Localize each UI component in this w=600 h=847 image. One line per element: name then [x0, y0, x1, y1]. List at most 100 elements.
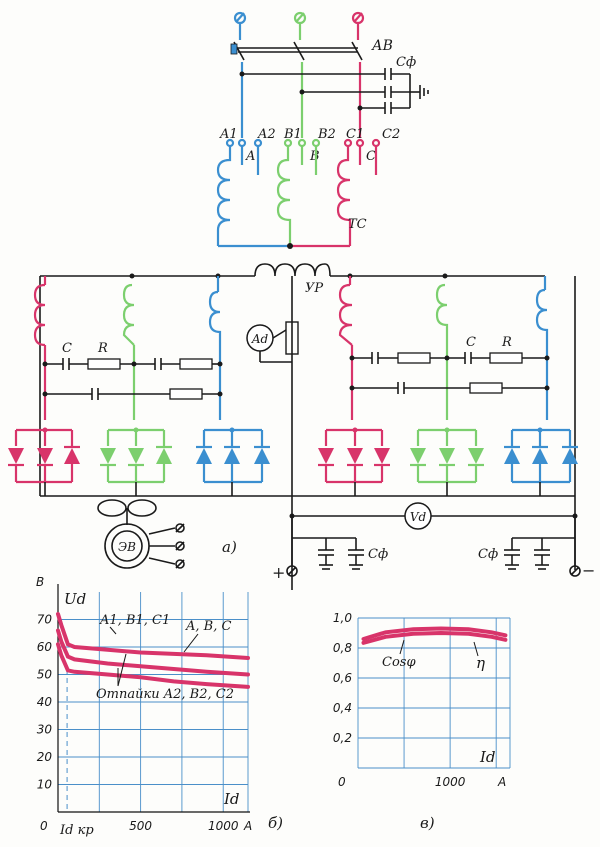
y-tick-label: 10 — [37, 778, 53, 792]
rc-network-right — [349, 352, 550, 394]
cap-filter-label-left: Cф — [368, 547, 388, 562]
y-tick-label: 20 — [37, 750, 53, 764]
supply-terminal-b — [293, 11, 307, 25]
x-unit-label: А — [243, 819, 252, 833]
x-tick-label: 1000 — [435, 775, 466, 789]
fan-label: ЭВ — [118, 540, 136, 554]
diode-icon — [562, 448, 578, 464]
plus-terminal-label: + — [272, 563, 285, 582]
ammeter-label: Ad — [251, 332, 269, 346]
transformer-winding-c — [336, 146, 378, 246]
leader-line — [183, 633, 199, 653]
diode-icon — [410, 448, 426, 464]
transformer-winding-a — [216, 146, 260, 246]
junction-dot — [352, 427, 358, 433]
y-tick-label: 0,4 — [333, 701, 352, 715]
supply-section: АВ Cф — [216, 11, 429, 249]
rc-network-left — [42, 358, 223, 400]
diode-icon — [196, 448, 212, 464]
junction-dot — [537, 427, 543, 433]
x-tick-label: 1000 — [208, 819, 239, 833]
fig-a-label: а) — [222, 538, 237, 556]
tap-a-label: A — [245, 149, 255, 164]
fan-motor — [97, 499, 185, 569]
y-tick-label: 40 — [37, 695, 53, 709]
fig-v-label: в) — [420, 814, 435, 832]
leader-line — [399, 639, 405, 655]
filter-capacitors-input — [384, 68, 429, 114]
y-tick-label: 0,8 — [333, 641, 352, 655]
y-tick-label: 50 — [37, 668, 53, 682]
series-line — [361, 626, 508, 641]
diode-icon — [318, 448, 334, 464]
series-line — [56, 612, 250, 660]
diode-icon — [224, 448, 240, 464]
diode-icon — [504, 448, 520, 464]
junction-dot — [133, 427, 139, 433]
rectifier-section: УР Ad — [8, 263, 578, 590]
output-filter-left — [286, 516, 364, 577]
reactor-coil — [254, 263, 331, 300]
fig-b-label: б) — [268, 814, 283, 832]
x-axis-title: Id — [223, 790, 240, 808]
series-label: A, B, C — [185, 619, 231, 634]
series-label: η — [476, 654, 485, 672]
series-label: A1, B1, C1 — [99, 613, 170, 628]
voltmeter-label: Vd — [410, 510, 427, 524]
leader-line — [473, 641, 479, 657]
y-unit-label: В — [36, 575, 44, 589]
diode-icon — [37, 448, 53, 464]
breaker-contacts — [230, 41, 363, 61]
critical-current-label: Id кр — [59, 823, 94, 838]
breaker-label: АВ — [371, 38, 393, 54]
transformer-label: ТС — [348, 217, 367, 232]
y-tick-label: 1,0 — [333, 611, 352, 625]
diode-icon — [439, 448, 455, 464]
leader-line — [109, 626, 117, 635]
diode-icon — [64, 448, 80, 464]
series-line — [56, 642, 250, 689]
cap-label-left: C — [62, 341, 72, 356]
diode-icon — [468, 448, 484, 464]
y-tick-label: 70 — [37, 613, 53, 627]
supply-terminal-a — [233, 11, 247, 25]
diode-icon — [254, 448, 270, 464]
diode-icon — [156, 448, 172, 464]
y-axis-title: Ud — [64, 590, 86, 608]
junction-dot — [444, 427, 450, 433]
tap-b2-label: B2 — [317, 127, 336, 142]
diode-banks — [8, 427, 578, 496]
diode-icon — [128, 448, 144, 464]
voltmeter — [404, 502, 432, 530]
diode-icon — [8, 448, 24, 464]
tap-b-label: B — [309, 149, 320, 164]
series-line — [361, 630, 508, 645]
series-label: Отпайки A2, B2, C2 — [96, 687, 234, 702]
x-axis-title: Id — [479, 748, 496, 766]
minus-terminal-label: − — [582, 561, 595, 580]
tap-a1-label: A1 — [219, 127, 238, 142]
cap-filter-label-right: Cф — [478, 547, 498, 562]
junction-dot — [229, 427, 235, 433]
tap-a2-label: A2 — [257, 127, 276, 142]
tap-b1-label: B1 — [283, 127, 302, 142]
transformer-winding-b — [276, 146, 318, 246]
y-tick-label: 30 — [37, 723, 53, 737]
diode-icon — [100, 448, 116, 464]
x-tick-label: 0 — [40, 819, 48, 833]
diode-icon — [532, 448, 548, 464]
x-unit-label: А — [497, 775, 506, 789]
y-tick-label: 0,2 — [333, 731, 352, 745]
res-label-right: R — [501, 335, 512, 350]
y-tick-label: 0,6 — [333, 671, 352, 685]
x-tick-label: 500 — [129, 819, 152, 833]
series-line — [56, 628, 250, 677]
leader-line — [117, 653, 127, 687]
tap-c-label: C — [366, 149, 376, 164]
tap-c1-label: C1 — [346, 127, 364, 142]
diode-icon — [374, 448, 390, 464]
